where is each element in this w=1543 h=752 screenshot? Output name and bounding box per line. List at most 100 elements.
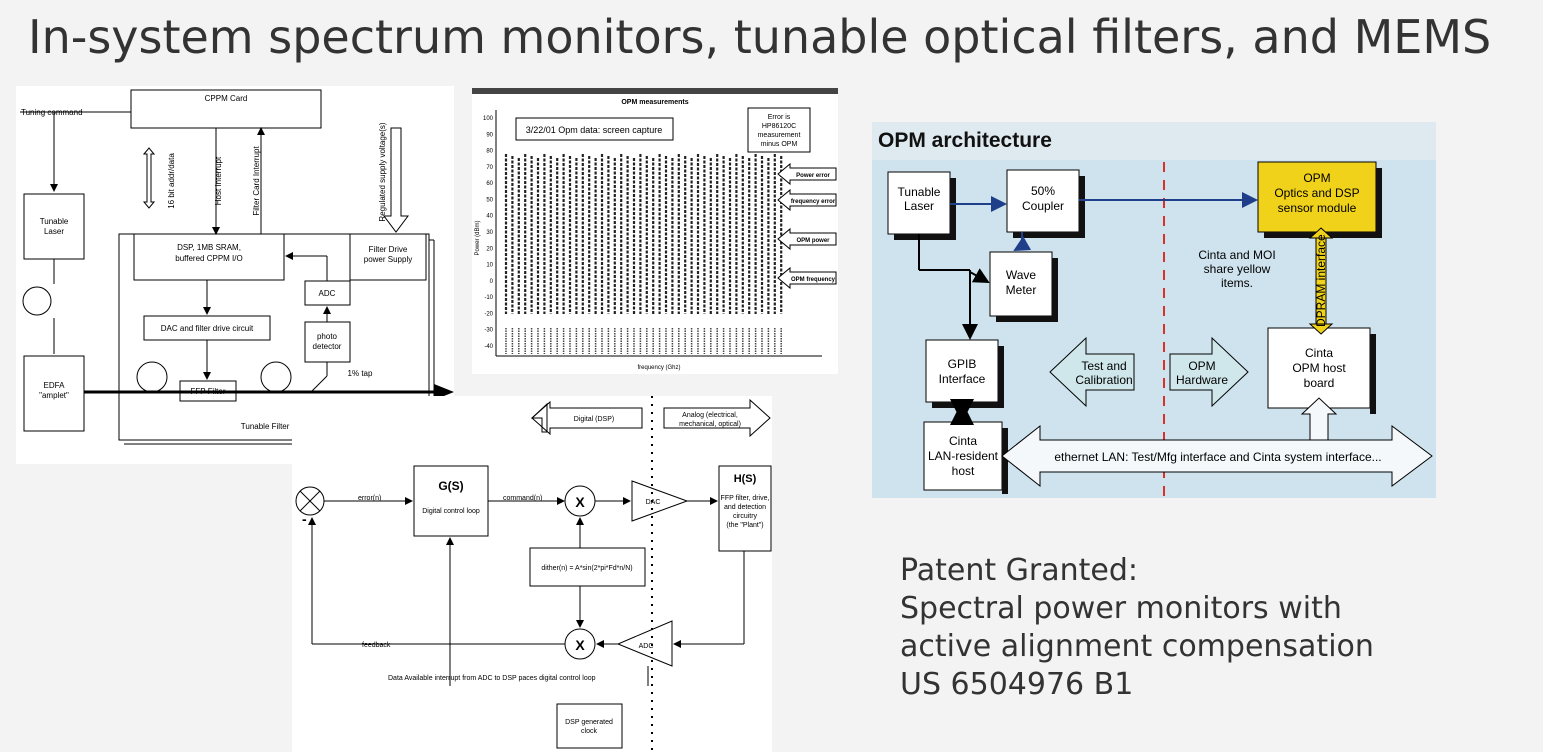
patent-line-1: Spectral power monitors with [900,591,1342,626]
opm-hw-label-2: Hardware [1176,373,1228,387]
supply-arrow [383,127,409,233]
gs-box [413,465,489,537]
opm-module-label-2: Optics and DSP [1274,186,1359,200]
cinta-board-label-1: Cinta [1305,346,1333,360]
wave-meter-label-2: Meter [1006,283,1037,297]
wave-meter-box [989,251,1053,317]
filter-drive-label-2: power Supply [364,255,412,264]
y-tick-label: 10 [486,263,493,269]
hs-sub-1: FFP filter, drive, [721,495,770,502]
control-loop-diagram: - error(n) G(S) Digital control loop com… [292,396,772,752]
gpib-box [925,339,999,403]
cinta-host-box [923,421,1003,491]
patent-line-2: active alignment compensation [900,629,1374,664]
photo-label-1: photo [317,332,338,341]
hs-sub-4: (the "Plant") [726,522,763,529]
photo-label-2: detector [313,342,342,351]
opm-frequency-label: OPM frequency [791,277,836,283]
ethernet-arrow [1001,424,1433,488]
y-tick-label: 50 [486,197,493,203]
error-note-3: measurement [758,132,801,139]
y-tick-label: 80 [486,149,493,155]
y-tick-label: 100 [483,116,494,122]
cppm-card-box [130,89,322,129]
hs-title: H(S) [734,473,757,485]
frequency-error-arrow [777,188,837,212]
host-interrupt-label: Host Interrupt [214,156,223,205]
y-tick-label: -10 [484,295,493,301]
opm-architecture-diagram: OPM architecture Tunable Laser 50% Coupl… [872,122,1436,498]
analog-label-2: mechanical, optical) [679,421,741,428]
digital-arrow [531,400,643,436]
tuning-command-label: Tuning command [21,108,83,117]
hs-sub-3: circuitry [733,513,758,520]
error-note-4: minus OPM [761,141,798,148]
multiplier-bottom-x: X [575,637,585,653]
y-axis-label: Power (dBm) [475,220,481,255]
dpram-label: DPRAM interface [1314,234,1328,327]
multiplier-top-x: X [575,494,585,510]
opm-power-label: OPM power [796,238,830,244]
power-error-label: Power error [796,173,830,179]
cinta-board-label-3: board [1304,376,1335,390]
slide-title: In-system spectrum monitors, tunable opt… [28,10,1492,64]
analog-arrow [663,398,771,438]
bus-arrow [142,147,156,209]
gs-sub: Digital control loop [422,508,480,515]
hs-box [718,465,772,552]
data-available-label: Data Available interrupt from ADC to DSP… [388,675,596,682]
coupler-label-2: Coupler [1022,199,1064,213]
error-note-1: Error is [768,114,791,121]
gpib-label-1: GPIB [948,357,977,371]
adc-label: ADC [639,643,654,650]
bus-label: 16 bit addr/data [167,153,176,209]
dac-label: DAC [646,499,661,506]
opm-module-label-3: sensor module [1278,201,1357,215]
opm-hw-arrow [1169,336,1249,408]
analog-label-1: Analog (electrical, [682,412,738,419]
y-tick-label: -20 [484,311,493,317]
cinta-host-label-3: host [952,464,975,478]
y-tick-label: 20 [486,246,493,252]
digital-label: Digital (DSP) [574,416,614,423]
fiber-coil [22,286,52,316]
y-tick-label: 40 [486,214,493,220]
filter-card-interrupt-label: Filter Card Interrupt [252,146,261,216]
dsp-clock-box [556,703,623,749]
dsp-box [133,233,285,281]
hs-sub-2: and detection [724,504,766,511]
patent-block: Patent Granted: Spectral power monitors … [900,552,1374,704]
tunable-laser-box [887,171,951,235]
dsp-label-2: buffered CPPM I/O [175,254,242,263]
error-note-2: HP86120C [762,123,796,130]
adc-label: ADC [319,289,336,298]
power-error-arrow [777,162,837,186]
y-tick-label: 60 [486,181,493,187]
opm-power-arrow [777,227,837,251]
ethernet-label: ethernet LAN: Test/Mfg interface and Cin… [1054,450,1381,464]
card-label: Tunable Filter card [241,422,307,431]
y-tick-label: 70 [486,165,493,171]
laser-label-2: Laser [44,227,64,236]
frequency-error-label: frequency error [791,199,836,205]
x-axis-label: frequency (Ghz) [637,365,680,371]
opm-module-label-1: OPM [1303,171,1330,185]
cinta-board-label-2: OPM host [1292,361,1346,375]
dsp-clock-label-1: DSP generated [565,719,613,726]
dac-triangle [631,480,689,522]
test-cal-label-1: Test and [1081,359,1126,373]
dsp-label-1: DSP, 1MB SRAM, [177,243,241,252]
patent-number: US 6504976 B1 [900,667,1134,702]
coupler-label-1: 50% [1031,184,1055,198]
command-label: command(n) [503,495,542,502]
gpib-label-2: Interface [939,372,986,386]
gs-title: G(S) [438,479,463,493]
patent-heading: Patent Granted: [900,553,1139,588]
edfa-label-2: "amplet" [39,391,69,400]
cinta-host-label-1: Cinta [949,434,977,448]
y-tick-label: -30 [484,328,493,334]
dither-label: dither(n) = A*sin(2*pi*Fd*n/N) [541,565,632,572]
y-tick-label: 0 [490,279,494,285]
cinta-host-label-2: LAN-resident [928,449,999,463]
test-cal-label-2: Calibration [1075,373,1132,387]
